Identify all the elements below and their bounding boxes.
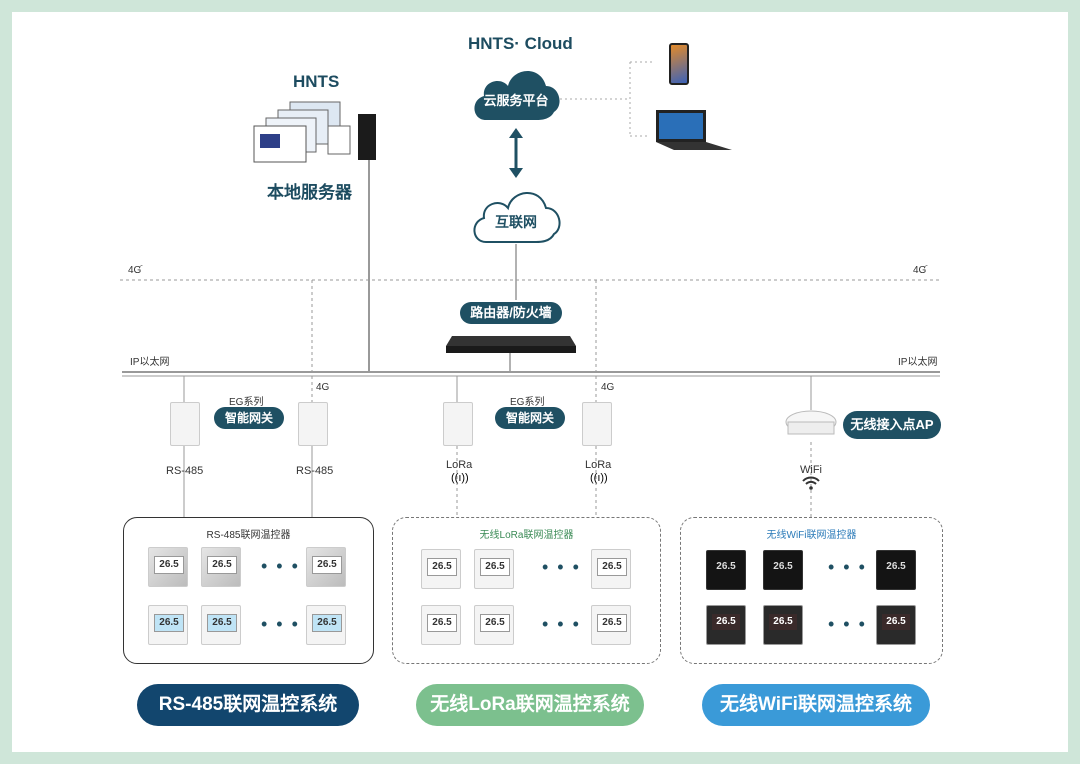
thermostat: 26.5 — [201, 547, 241, 587]
ellipsis: • • • — [542, 614, 581, 634]
thermostat: 26.5 — [421, 549, 461, 589]
gateway-series-1: EG系列 — [229, 397, 264, 408]
ellipsis: • • • — [828, 557, 867, 577]
ethernet-left: IP以太网 — [130, 357, 170, 368]
rs485-group-title: RS-485联网温控器 — [206, 530, 291, 541]
wifi-link: WiFi — [800, 464, 822, 476]
rs485-link-1: RS-485 — [166, 465, 204, 477]
gateway-device-3 — [443, 402, 473, 446]
wifi-group-box: 无线WiFi联网温控器 — [680, 517, 943, 664]
internet-cloud-icon — [473, 192, 561, 243]
router-label: 路由器/防火墙 — [460, 302, 562, 324]
thermostat: 26.5 — [763, 550, 803, 590]
lora-group-box: 无线LoRa联网温控器 — [392, 517, 661, 664]
router-switch-icon — [446, 336, 576, 353]
thermostat: 26.5 — [148, 605, 188, 645]
cloud-label: 云服务平台 — [483, 93, 549, 108]
gateway-4g-2: 4G — [601, 382, 615, 393]
gateway-series-2: EG系列 — [510, 397, 545, 408]
phone-icon — [669, 43, 689, 85]
ellipsis: • • • — [261, 614, 300, 634]
lora-link-1: LoRa — [446, 459, 473, 471]
ellipsis: • • • — [828, 614, 867, 634]
thermostat: 26.5 — [474, 605, 514, 645]
lora-antenna-icon-2: ((ı)) — [590, 472, 608, 484]
signal-right-icon: ◜ — [924, 263, 928, 273]
signal-left-icon: ◜ — [139, 263, 143, 273]
thermostat: 26.5 — [421, 605, 461, 645]
lora-link-2: LoRa — [585, 459, 612, 471]
gateway-4g-1: 4G — [316, 382, 330, 393]
cloud-title: HNTS· Cloud — [468, 34, 573, 53]
thermostat: 26.5 — [474, 549, 514, 589]
ap-label: 无线接入点AP — [843, 411, 941, 439]
ellipsis: • • • — [542, 557, 581, 577]
server-title: HNTS — [293, 72, 340, 91]
thermostat: 26.5 — [201, 605, 241, 645]
signal-4g-left: 4G — [128, 265, 142, 276]
thermostat: 26.5 — [876, 605, 916, 645]
thermostat: 26.5 — [591, 605, 631, 645]
thermostat: 26.5 — [306, 605, 346, 645]
server-label: 本地服务器 — [267, 183, 352, 202]
cloud-icon — [474, 70, 560, 120]
lora-antenna-icon-1: ((ı)) — [451, 472, 469, 484]
lora-system-button[interactable]: 无线LoRa联网温控系统 — [416, 684, 644, 726]
wifi-system-button[interactable]: 无线WiFi联网温控系统 — [702, 684, 930, 726]
rs485-group-box: RS-485联网温控器 — [123, 517, 374, 664]
gateway-label-1: 智能网关 — [214, 407, 284, 429]
ethernet-right: IP以太网 — [898, 357, 938, 368]
signal-4g-right: 4G — [913, 265, 927, 276]
wifi-group-title: 无线WiFi联网温控器 — [766, 530, 857, 541]
thermostat: 26.5 — [763, 605, 803, 645]
access-point-icon — [785, 410, 837, 435]
thermostat: 26.5 — [306, 547, 346, 587]
thermostat: 26.5 — [876, 550, 916, 590]
gateway-device-2 — [298, 402, 328, 446]
thermostat: 26.5 — [591, 549, 631, 589]
thermostat: 26.5 — [706, 605, 746, 645]
gateway-device-4 — [582, 402, 612, 446]
wifi-icon — [802, 476, 820, 490]
gateway-label-2: 智能网关 — [495, 407, 565, 429]
rs485-link-2: RS-485 — [296, 465, 334, 477]
thermostat: 26.5 — [706, 550, 746, 590]
internet-label: 互联网 — [495, 214, 537, 230]
thermostat: 26.5 — [148, 547, 188, 587]
rs485-system-button[interactable]: RS-485联网温控系统 — [137, 684, 359, 726]
laptop-icon — [656, 110, 732, 150]
lora-group-title: 无线LoRa联网温控器 — [479, 530, 574, 541]
server-icon — [253, 101, 376, 163]
gateway-device-1 — [170, 402, 200, 446]
ellipsis: • • • — [261, 556, 300, 576]
